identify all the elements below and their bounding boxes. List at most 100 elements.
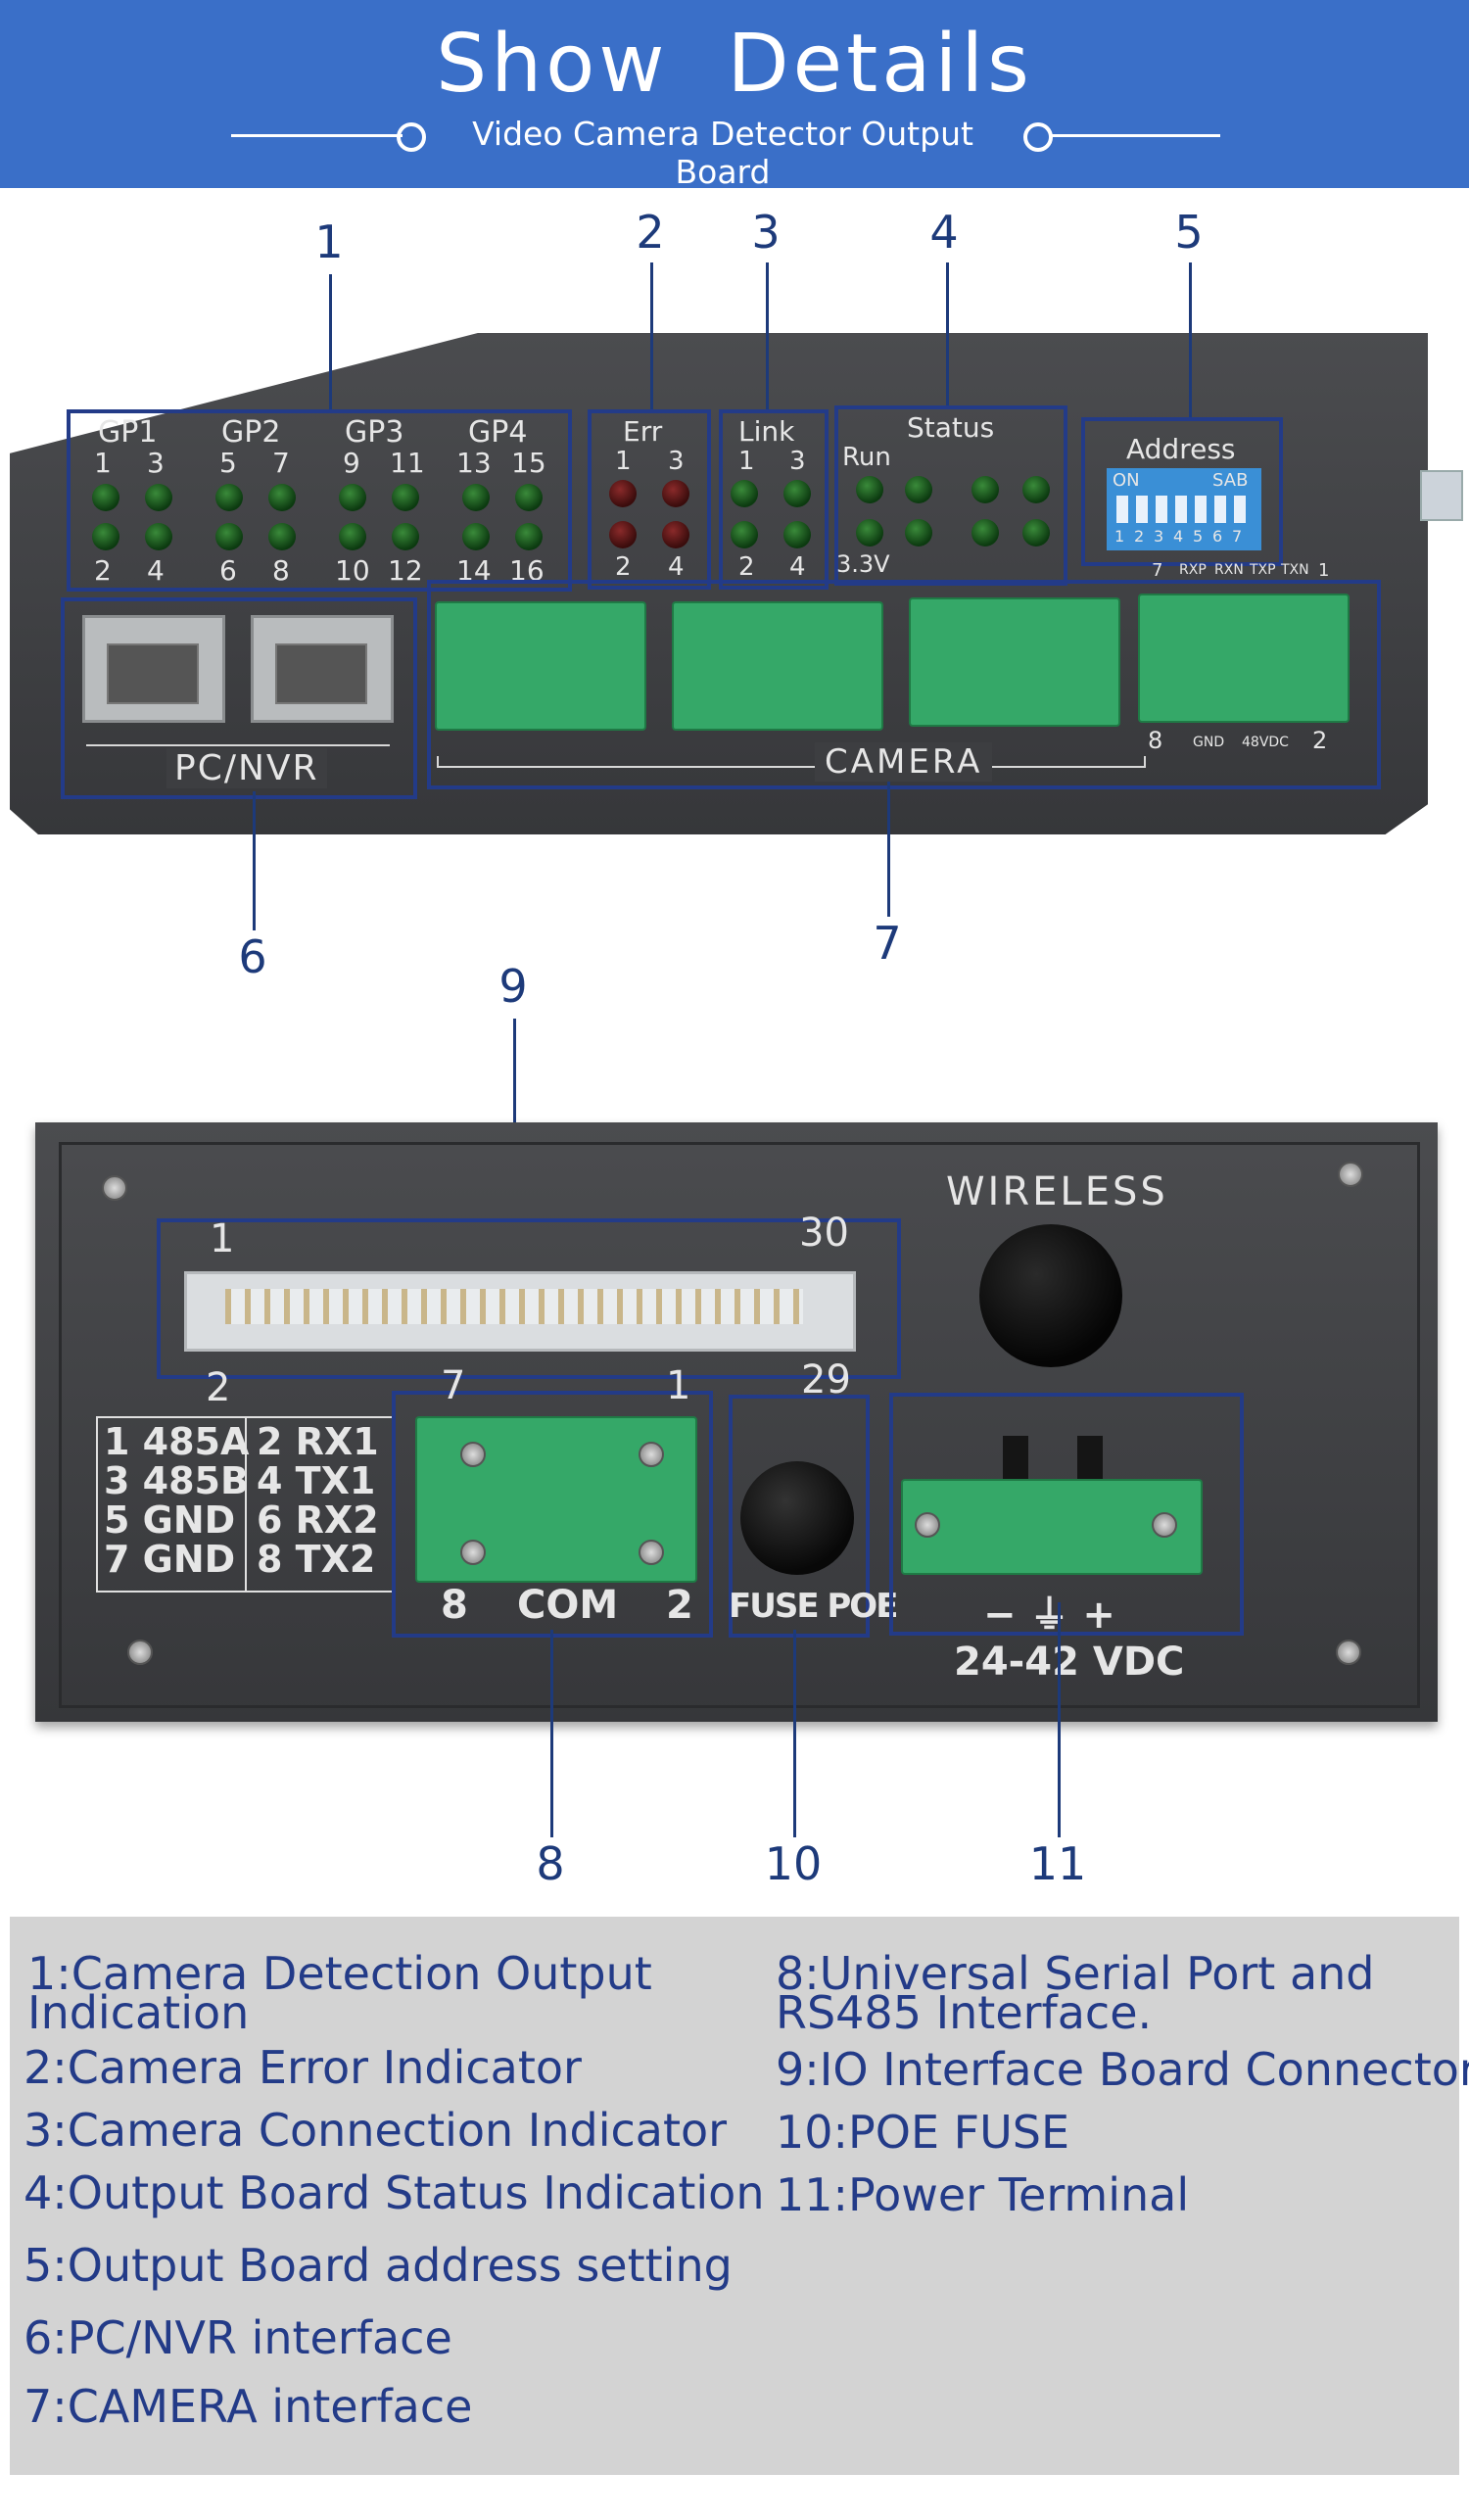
- com-pin-label: 8: [441, 1583, 468, 1628]
- callout-leader: [1189, 262, 1192, 419]
- power-polarity-label: − ⏚ +: [983, 1593, 1115, 1638]
- gp-led: [215, 484, 243, 511]
- title-decoration-line-right: [1049, 134, 1220, 137]
- dip-switch-lever[interactable]: [1234, 496, 1246, 523]
- com-pin-label: 1: [666, 1363, 691, 1408]
- io-pin-label: 30: [799, 1211, 849, 1256]
- dip-number: 5: [1193, 527, 1204, 546]
- err-label: Err: [623, 415, 663, 448]
- dip-on-label: ON: [1113, 470, 1140, 491]
- callout-5: 5: [1174, 206, 1204, 259]
- screw-icon: [460, 1442, 486, 1467]
- camera-terminal-block[interactable]: [672, 601, 883, 731]
- gp-led: [268, 484, 296, 511]
- gp-led-number: 6: [219, 554, 237, 587]
- legend-item: 8:Universal Serial Port and RS485 Interf…: [776, 1947, 1375, 2039]
- com-pin-label: 7: [441, 1363, 466, 1408]
- com-table-cell: 6 RX2: [257, 1498, 379, 1542]
- gp2-label: GP2: [221, 415, 281, 450]
- ethernet-socket: [275, 643, 367, 704]
- link-led-number: 1: [738, 447, 755, 476]
- gp-led: [92, 523, 119, 550]
- dip-sab-label: SAB: [1212, 470, 1249, 491]
- power-latch: [1003, 1436, 1028, 1481]
- dip-switch-lever[interactable]: [1156, 496, 1167, 523]
- gp-led: [215, 523, 243, 550]
- screw-icon: [102, 1175, 127, 1201]
- circle-icon: [397, 122, 426, 152]
- gp-led-number: 15: [511, 447, 546, 479]
- com-table-cell: 7 GND: [104, 1538, 236, 1581]
- dip-switch-lever[interactable]: [1214, 496, 1226, 523]
- io-connector-box: [157, 1218, 901, 1379]
- link-led: [731, 480, 758, 507]
- gp-led: [462, 484, 490, 511]
- link-indicator-box: [719, 409, 829, 590]
- com-label: COM: [517, 1583, 619, 1628]
- link-led: [731, 521, 758, 548]
- dip-number: 3: [1154, 527, 1164, 546]
- gp-led-number: 10: [335, 554, 370, 587]
- gp-led-number: 13: [456, 447, 492, 479]
- gp-led: [339, 484, 366, 511]
- status-led: [856, 476, 883, 503]
- dip-switch-lever[interactable]: [1195, 496, 1207, 523]
- callout-leader: [550, 1630, 553, 1837]
- io-pin-label: 2: [206, 1365, 231, 1410]
- gp-led: [92, 484, 119, 511]
- header-banner: [0, 0, 1469, 188]
- status-indicator-box: [834, 405, 1067, 586]
- camera-terminal-block[interactable]: [909, 597, 1120, 727]
- screw-icon: [1338, 1162, 1363, 1187]
- com-table-cell: 3 485B: [104, 1459, 249, 1502]
- io-connector-pins: [225, 1289, 803, 1324]
- pcnvr-bracket: [86, 744, 390, 774]
- link-led: [783, 521, 811, 548]
- rear-panel-device: [35, 1122, 1438, 1722]
- side-connector: [1420, 470, 1463, 521]
- camera-pin-label: GND: [1193, 735, 1225, 750]
- dip-switch-lever[interactable]: [1136, 496, 1148, 523]
- com-pin-table: 1 485A 2 RX1 3 485B 4 TX1 5 GND 6 RX2 7 …: [96, 1416, 394, 1593]
- legend-item: 9:IO Interface Board Connector: [776, 2043, 1469, 2096]
- dip-switch-lever[interactable]: [1175, 496, 1187, 523]
- ethernet-port-2[interactable]: [251, 615, 394, 723]
- com-table-cell: 8 TX2: [257, 1538, 376, 1581]
- gp-led: [392, 484, 419, 511]
- camera-pin-label: 1: [1318, 560, 1330, 581]
- gp-led-number: 9: [343, 447, 360, 479]
- callout-9: 9: [498, 960, 528, 1013]
- address-dip-switch[interactable]: ON SAB 1 2 3 4 5 6 7: [1107, 468, 1261, 550]
- camera-terminal-block[interactable]: [1138, 594, 1350, 723]
- legend-item: 2:Camera Error Indicator: [24, 2041, 582, 2094]
- link-led-number: 2: [738, 552, 755, 582]
- page-subtitle: Video Camera Detector Output Board: [472, 115, 973, 191]
- power-voltage-label: 24-42 VDC: [954, 1640, 1185, 1685]
- camera-pin-label: 7: [1152, 560, 1163, 581]
- gp4-label: GP4: [468, 415, 528, 450]
- status-led: [971, 519, 999, 547]
- gp-led: [145, 484, 172, 511]
- camera-terminal-block[interactable]: [435, 601, 646, 731]
- address-box: [1081, 417, 1283, 566]
- callout-leader: [766, 262, 769, 411]
- dip-number: 6: [1212, 527, 1223, 546]
- camera-pin-label: 8: [1148, 727, 1163, 754]
- camera-interface-box: [427, 580, 1381, 789]
- err-led-number: 2: [615, 552, 632, 582]
- callout-1: 1: [314, 215, 344, 268]
- dip-switch-lever[interactable]: [1116, 496, 1128, 523]
- ethernet-port-1[interactable]: [82, 615, 225, 723]
- wireless-label: WIRELESS: [946, 1169, 1168, 1214]
- page-title: Show Details: [436, 18, 1033, 111]
- pcnvr-label: PC/NVR: [166, 748, 327, 788]
- callout-4: 4: [929, 206, 959, 259]
- gp-led: [268, 523, 296, 550]
- err-led: [609, 521, 637, 548]
- callout-8: 8: [536, 1837, 565, 1890]
- callout-leader: [513, 1019, 516, 1218]
- err-led-number: 1: [615, 447, 632, 476]
- callout-leader: [946, 262, 949, 407]
- v33-label: 3.3V: [836, 550, 890, 578]
- poe-fuse-holder[interactable]: [740, 1461, 854, 1575]
